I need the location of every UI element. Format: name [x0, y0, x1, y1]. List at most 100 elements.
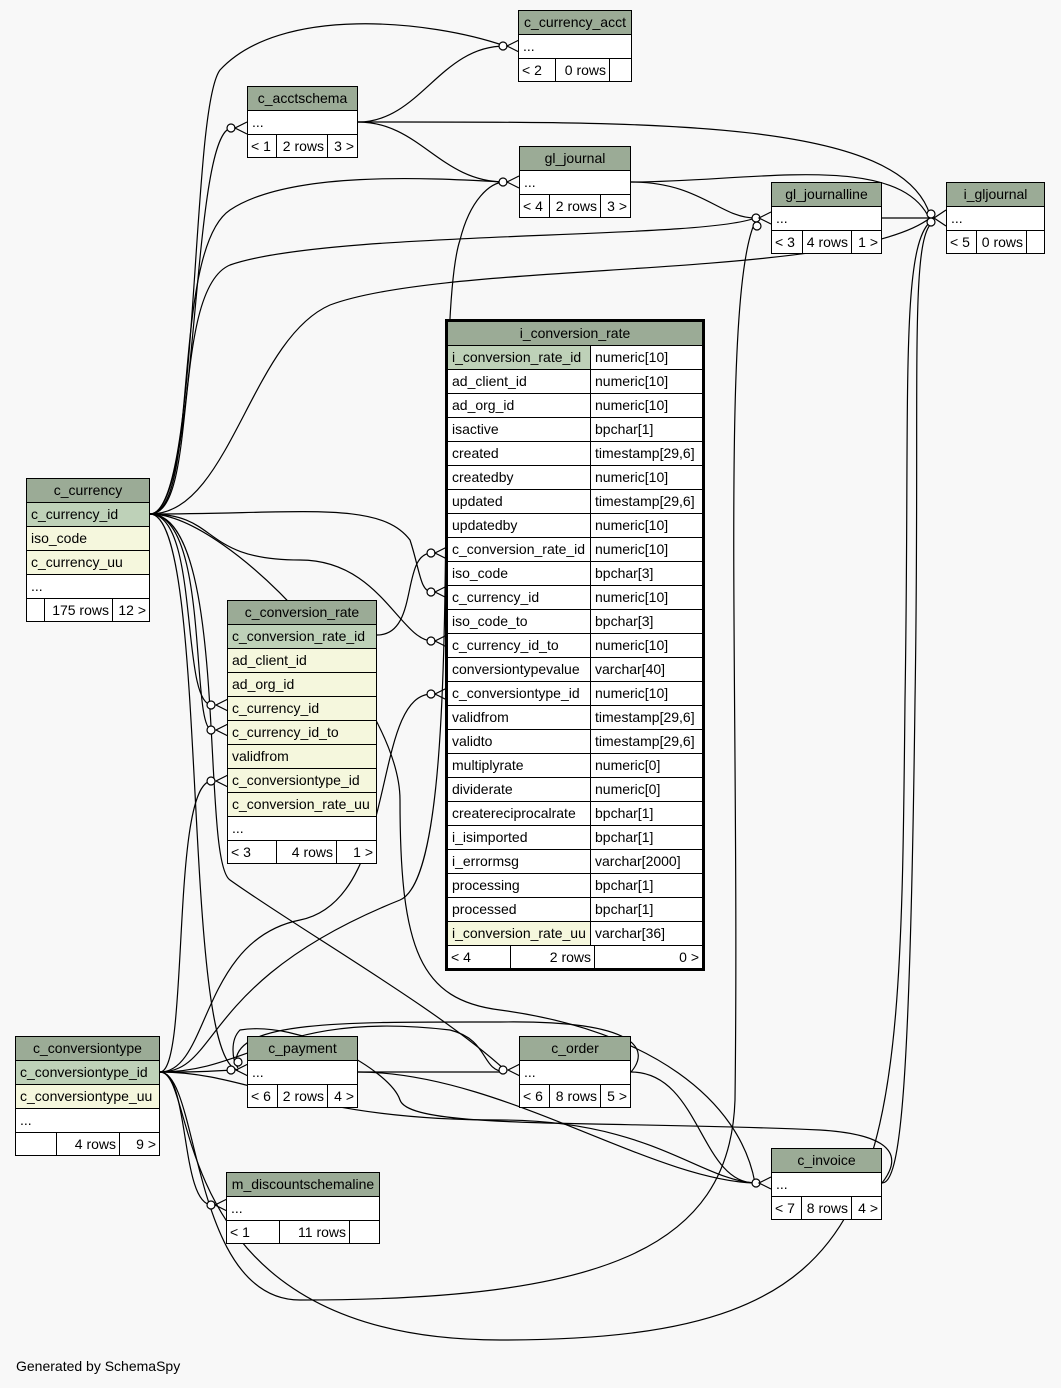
edge-currency-conv-rate-currency-to [149, 513, 213, 731]
edge-gl-journal-i-gljournal [630, 174, 931, 221]
table-c-invoice[interactable]: c_invoice ... < 7 8 rows 4 > [771, 1148, 882, 1220]
table-footer: < 3 4 rows 1 > [228, 841, 376, 863]
table-column: ... [520, 1061, 630, 1085]
table-footer: < 2 0 rows [519, 59, 631, 81]
table-column: c_currency_id [228, 697, 376, 721]
table-m-discountschemaline[interactable]: m_discountschemaline ... < 1 11 rows [226, 1172, 380, 1244]
table-c-currency[interactable]: c_currency c_currency_id iso_code c_curr… [26, 478, 150, 622]
table-column: ... [947, 207, 1044, 231]
table-column: c_conversion_rate_uu [228, 793, 376, 817]
table-column: ... [248, 111, 357, 135]
edge-conversiontype-discount [159, 1071, 213, 1206]
edge-gl-journal-gl-journalline [630, 181, 756, 219]
table-title: gl_journal [520, 147, 630, 171]
edge-conv-rate-i-conv-rate [376, 552, 433, 636]
table-column: ad_org_id [228, 673, 376, 697]
table-title: c_currency_acct [519, 11, 631, 35]
edge-currency-i-conv-currency [149, 511, 433, 593]
edge-conversiontype-invoice [159, 1071, 756, 1184]
edge-currency-order [149, 513, 506, 1071]
edge-payment-invoice [357, 1071, 756, 1184]
table-footer: < 4 2 rows 3 > [520, 195, 630, 217]
edge-conversiontype-gl-journalline [159, 221, 756, 1301]
table-title: c_invoice [772, 1149, 881, 1173]
edge-conversiontype-i-conv-rate [159, 693, 433, 1073]
edge-currency-payment [149, 513, 239, 1071]
table-title: m_discountschemaline [227, 1173, 379, 1197]
table-footer: < 5 0 rows [947, 231, 1044, 253]
table-column: ... [16, 1109, 159, 1133]
table-title: c_currency [27, 479, 149, 503]
edge-currency-i-conv-currency-to [149, 513, 433, 642]
table-c-conversiontype[interactable]: c_conversiontype c_conversiontype_id c_c… [15, 1036, 160, 1156]
edge-order-invoice [630, 1071, 756, 1184]
table-column: ... [772, 1173, 881, 1197]
table-c-conversion-rate[interactable]: c_conversion_rate c_conversion_rate_id a… [227, 600, 377, 864]
table-c-currency-acct[interactable]: c_currency_acct ... < 2 0 rows [518, 10, 632, 82]
table-footer: < 6 2 rows 4 > [248, 1085, 357, 1107]
table-c-order[interactable]: c_order ... < 6 8 rows 5 > [519, 1036, 631, 1108]
table-i-gljournal[interactable]: i_gljournal ... < 5 0 rows [946, 182, 1045, 254]
table-title: i_gljournal [947, 183, 1044, 207]
edge-acctschema-i-gljournal [357, 121, 931, 216]
table-gl-journalline[interactable]: gl_journalline ... < 3 4 rows 1 > [771, 182, 882, 254]
table-column: c_currency_id_to [228, 721, 376, 745]
table-footer: < 1 2 rows 3 > [248, 135, 357, 157]
table-title: gl_journalline [772, 183, 881, 207]
table-gl-journal[interactable]: gl_journal ... < 4 2 rows 3 > [519, 146, 631, 218]
table-footer: < 3 4 rows 1 > [772, 231, 881, 253]
edge-conversiontype-conv-rate [159, 780, 213, 1073]
table-column: c_conversiontype_id [16, 1061, 159, 1085]
edge-conversiontype-gl-journal [159, 181, 506, 1073]
table-title: c_acctschema [248, 87, 357, 111]
table-footer: 175 rows 12 > [27, 599, 149, 621]
table-column: ... [228, 817, 376, 841]
generated-by-footer: Generated by SchemaSpy [16, 1358, 181, 1374]
edge-invoice-payment [232, 1028, 893, 1184]
edge-currency-acctschema [149, 127, 233, 515]
edge-conversiontype-order [159, 1025, 506, 1073]
edge-invoice-i-gljournal [881, 224, 931, 1184]
edge-acctschema-gl-journal [357, 121, 506, 183]
table-c-acctschema[interactable]: c_acctschema ... < 1 2 rows 3 > [247, 86, 358, 158]
table-column: c_currency_id [27, 503, 149, 527]
table-column: ... [227, 1197, 379, 1221]
table-column: c_conversion_rate_id [228, 625, 376, 649]
table-c-payment[interactable]: c_payment ... < 6 2 rows 4 > [247, 1036, 358, 1108]
table-title: c_conversion_rate [228, 601, 376, 625]
table-column: ... [520, 171, 630, 195]
edge-order-payment [235, 1021, 639, 1073]
table-column: ... [772, 207, 881, 231]
table-column: ... [248, 1061, 357, 1085]
table-column: iso_code [27, 527, 149, 551]
edge-conversiontype-i-gljournal [159, 221, 931, 1341]
edge-acctschema-currency-acct [357, 45, 506, 123]
table-footer: < 4 2 rows 0 > [448, 946, 702, 968]
table-column: ad_client_id [228, 649, 376, 673]
table-column: ... [519, 35, 631, 59]
table-column: validfrom [228, 745, 376, 769]
table-title: c_payment [248, 1037, 357, 1061]
table-title: c_conversiontype [16, 1037, 159, 1061]
table-footer: < 1 11 rows [227, 1221, 379, 1243]
